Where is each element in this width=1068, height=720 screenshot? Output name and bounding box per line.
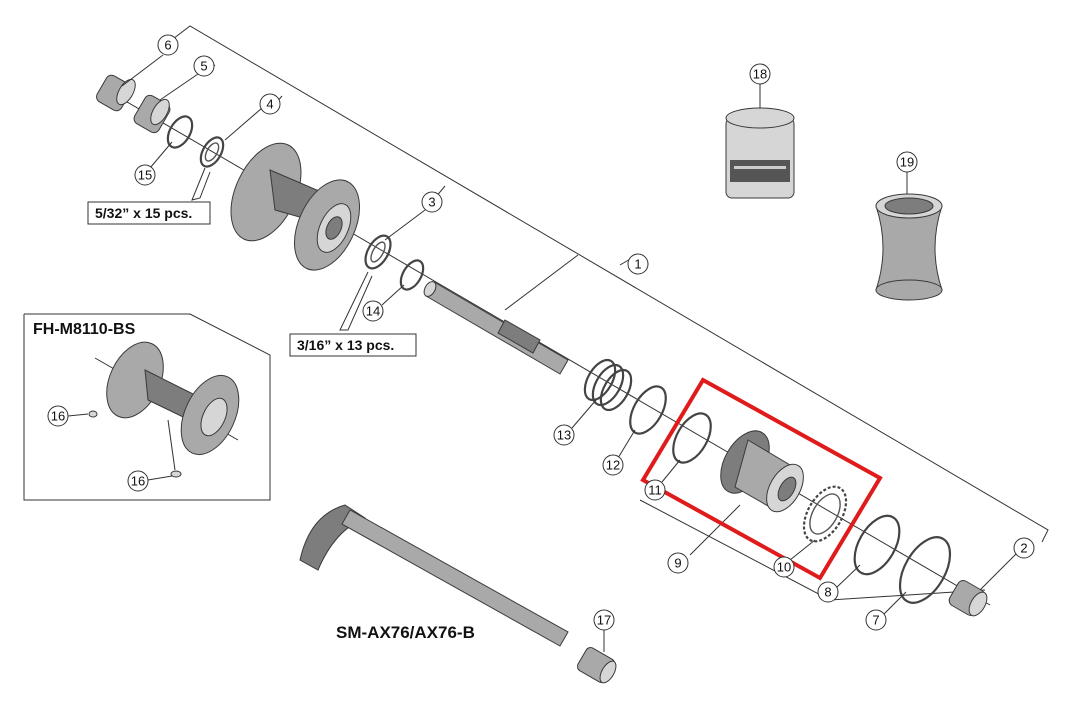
callout-9: 9	[667, 552, 689, 574]
callout-7: 7	[865, 609, 887, 631]
callout-10: 10	[773, 556, 795, 578]
part-13-spring	[583, 358, 633, 412]
inset-model-label: FH-M8110-BS	[33, 321, 136, 338]
callout-6: 6	[157, 34, 179, 56]
svg-text:10: 10	[777, 560, 791, 575]
svg-text:9: 9	[674, 556, 681, 571]
svg-text:1: 1	[634, 257, 641, 272]
part-12-seal	[629, 385, 667, 435]
svg-text:16: 16	[131, 474, 145, 489]
part-14-washer	[399, 259, 425, 291]
part-1-axle	[423, 281, 569, 375]
svg-text:12: 12	[606, 458, 620, 473]
part-2-end-cap	[948, 580, 988, 617]
thru-axle-drawing	[299, 504, 617, 684]
svg-text:13: 13	[557, 428, 571, 443]
callout-18: 18	[749, 63, 771, 85]
axle-model-label: SM-AX76/AX76-B	[336, 623, 475, 642]
part-6-end-cap	[96, 74, 136, 112]
callout-3: 3	[421, 191, 443, 213]
part-8-washer	[853, 514, 901, 576]
callout-16-lower: 16	[127, 470, 149, 492]
hub-body	[230, 142, 360, 271]
part-9-freehub-body	[720, 430, 804, 513]
callout-13: 13	[553, 424, 575, 446]
svg-text:14: 14	[366, 304, 380, 319]
part-3-ball-retainer	[364, 234, 392, 270]
svg-text:3/16” x 13 pcs.: 3/16” x 13 pcs.	[297, 337, 394, 353]
ball-label-small: 5/32” x 15 pcs.	[87, 201, 211, 225]
callout-1: 1	[627, 253, 649, 275]
part-19-sleeve	[875, 193, 943, 301]
callout-12: 12	[602, 454, 624, 476]
part-15-washer	[166, 115, 194, 149]
callout-2: 2	[1013, 537, 1035, 559]
svg-text:7: 7	[872, 613, 879, 628]
svg-text:8: 8	[824, 585, 831, 600]
svg-text:2: 2	[1020, 541, 1027, 556]
svg-text:15: 15	[138, 168, 152, 183]
callout-4: 4	[259, 93, 281, 115]
part-5-lock-nut	[133, 94, 171, 134]
callout-11: 11	[644, 479, 666, 501]
callouts: 6 5 4 15 3 14 1 13 12 11 9 10 8 7 2 18 1…	[47, 34, 1035, 631]
highlight-box	[640, 377, 883, 581]
callout-8: 8	[817, 581, 839, 603]
part-18-grease-container	[725, 107, 795, 199]
svg-text:5: 5	[200, 59, 207, 74]
svg-text:6: 6	[164, 38, 171, 53]
callout-17: 17	[593, 609, 615, 631]
svg-text:17: 17	[597, 613, 611, 628]
svg-text:4: 4	[266, 97, 273, 112]
svg-text:19: 19	[900, 155, 914, 170]
inset-hub-drawing	[88, 341, 240, 478]
callout-5: 5	[193, 55, 215, 77]
svg-text:18: 18	[753, 67, 767, 82]
svg-text:3: 3	[428, 195, 435, 210]
part-11-ring	[672, 412, 712, 464]
svg-text:16: 16	[51, 409, 65, 424]
svg-text:11: 11	[648, 483, 662, 498]
callout-15: 15	[134, 164, 156, 186]
part-4-ball-retainer	[199, 136, 225, 168]
part-7-washer	[898, 536, 952, 604]
ball-label-large: 3/16” x 13 pcs.	[289, 333, 417, 357]
callout-16: 16	[47, 405, 69, 427]
callout-19: 19	[896, 151, 918, 173]
part-10-ratchet-ring	[802, 485, 848, 543]
inset-panel	[23, 313, 271, 501]
svg-text:5/32” x 15 pcs.: 5/32” x 15 pcs.	[95, 205, 192, 221]
assembly-guide-lines	[109, 25, 1049, 606]
callout-14: 14	[362, 300, 384, 322]
